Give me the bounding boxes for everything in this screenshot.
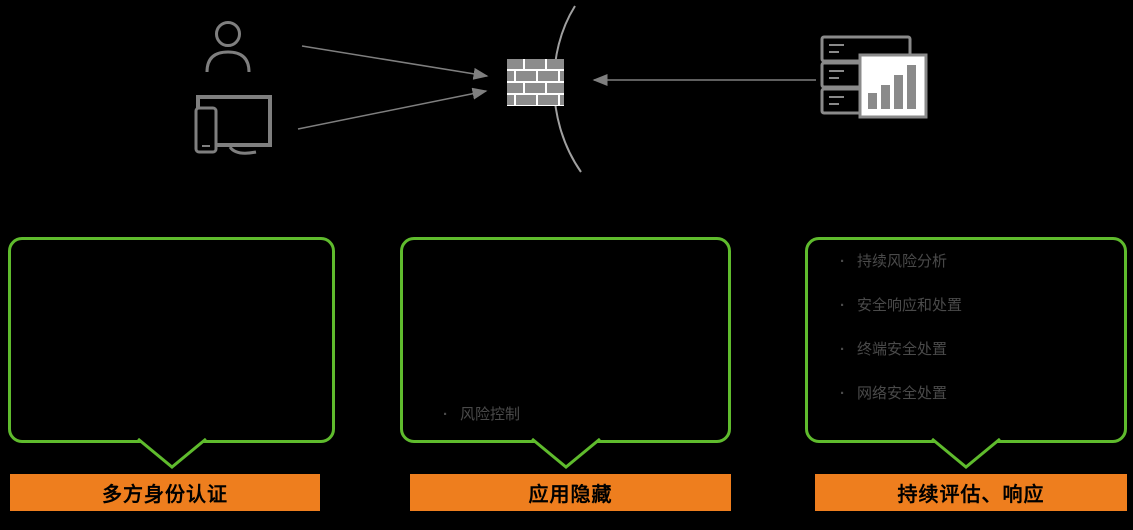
bullet-text: 网络安全处置 [857, 385, 948, 402]
callout-tail [136, 438, 207, 469]
banner-app-hiding: 应用隐藏 [410, 474, 731, 511]
callout-tail [931, 438, 1001, 469]
bullet-item: 持续风险分析 [840, 253, 1116, 271]
devices-to-firewall-arrow [297, 87, 488, 130]
banner-assessment: 持续评估、响应 [815, 474, 1127, 511]
callout-box-assessment: 持续风险分析 安全响应和处置 终端安全处置 网络安全处置 [805, 237, 1127, 469]
bullet-item: 网络安全处置 [840, 385, 1116, 403]
devices-icon [194, 95, 272, 155]
connector-arrows [297, 5, 816, 173]
bullet-item: 终端安全处置 [840, 341, 1116, 359]
callout-bullets-identity [11, 240, 332, 253]
callout-tail [530, 438, 601, 469]
bullet-item: 安全响应和处置 [840, 297, 1116, 315]
banner-identity: 多方身份认证 [10, 474, 320, 511]
bullet-text: 持续风险分析 [857, 253, 948, 270]
user-icon [205, 21, 251, 73]
bullet-text: 终端安全处置 [857, 341, 948, 358]
user-to-firewall-arrow [301, 45, 489, 80]
server-chart-icon [820, 35, 928, 119]
bullet-text: 风险控制 [460, 406, 521, 423]
bullet-text: 安全响应和处置 [857, 297, 963, 314]
bullet-item: 风险控制 [443, 406, 720, 424]
callout-box-identity [8, 237, 335, 469]
callout-bullets-app-hiding: 风险控制 [403, 240, 728, 424]
firewall-icon [507, 59, 564, 106]
callout-bullets-assessment: 持续风险分析 安全响应和处置 终端安全处置 网络安全处置 [808, 240, 1124, 403]
callout-box-app-hiding: 风险控制 [400, 237, 731, 469]
